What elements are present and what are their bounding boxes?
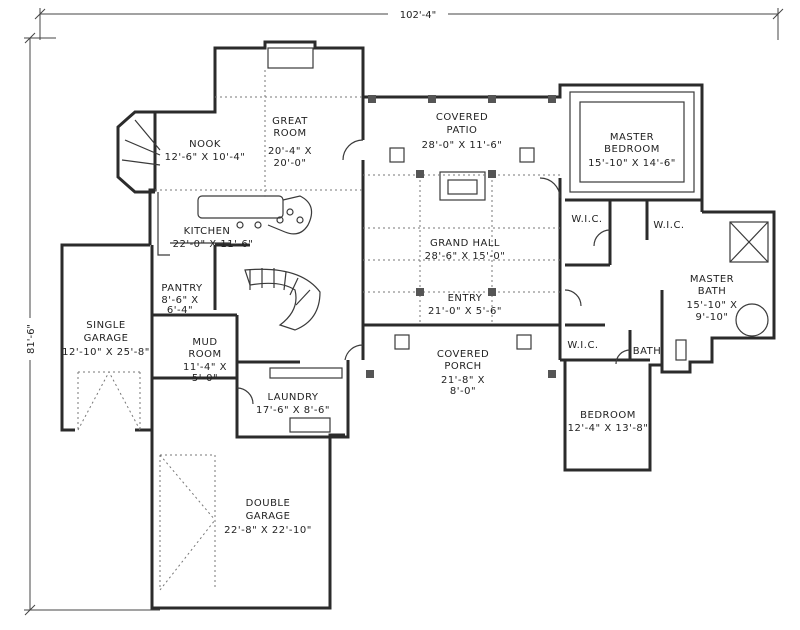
svg-text:DOUBLE: DOUBLE <box>246 498 291 509</box>
single-garage-label: SINGLE GARAGE <box>84 320 129 344</box>
wic-label-1: W.I.C. <box>571 214 602 225</box>
bedroom-label: BEDROOM <box>580 410 636 421</box>
double-garage-label: DOUBLE GARAGE <box>246 498 291 522</box>
entry-size: 21'-0" X 5'-6" <box>428 306 502 317</box>
kitchen-size: 22'-0" X 11'-6" <box>173 239 254 250</box>
master-bath-size: 15'-10" X <box>687 300 738 311</box>
bath-label: BATH <box>633 346 662 357</box>
svg-text:ROOM: ROOM <box>273 128 306 139</box>
great-room-size: 20'-4" X <box>268 146 312 157</box>
svg-text:5'-0": 5'-0" <box>192 373 218 384</box>
svg-text:MASTER: MASTER <box>610 132 654 143</box>
exterior-walls <box>60 40 776 610</box>
grand-hall-label: GRAND HALL <box>430 238 500 249</box>
great-room-label: GREAT ROOM 20'-4" X 20'-0" <box>268 116 312 169</box>
overall-depth-label: 81'-6" <box>26 324 37 354</box>
master-bedroom-size: 15'-10" X 14'-6" <box>588 158 676 169</box>
mud-room-label: MUD ROOM <box>188 337 221 360</box>
svg-text:COVERED: COVERED <box>436 112 488 123</box>
covered-porch-size: 21'-8" X <box>441 375 485 386</box>
pantry-label: PANTRY <box>161 283 203 294</box>
double-garage-size: 22'-8" X 22'-10" <box>224 525 312 536</box>
pantry-size: 8'-6" X <box>161 295 198 306</box>
master-bath-label: MASTER BATH <box>690 274 734 297</box>
grand-hall-size: 28'-6" X 15'-0" <box>425 251 506 262</box>
nook-label: NOOK <box>189 139 221 150</box>
svg-text:MASTER: MASTER <box>690 274 734 285</box>
room-labels: GREAT ROOM 20'-4" X 20'-0" NOOK 12'-6" X… <box>62 112 737 536</box>
svg-text:SINGLE: SINGLE <box>86 320 125 331</box>
svg-text:20'-0": 20'-0" <box>273 158 306 169</box>
covered-patio-size: 28'-0" X 11'-6" <box>422 140 503 151</box>
kitchen-label: KITCHEN <box>184 226 231 237</box>
svg-text:MUD: MUD <box>192 337 217 348</box>
svg-text:ROOM: ROOM <box>188 349 221 360</box>
svg-text:9'-10": 9'-10" <box>695 312 728 323</box>
nook-size: 12'-6" X 10'-4" <box>165 152 246 163</box>
interior-walls <box>152 97 702 380</box>
svg-text:GREAT: GREAT <box>272 116 308 127</box>
wic-label-3: W.I.C. <box>567 340 598 351</box>
svg-text:PORCH: PORCH <box>444 361 481 372</box>
svg-text:BEDROOM: BEDROOM <box>604 144 660 155</box>
svg-text:BATH: BATH <box>698 286 727 297</box>
svg-text:GARAGE: GARAGE <box>84 333 129 344</box>
mud-room-size: 11'-4" X <box>183 362 227 373</box>
bedroom-size: 12'-4" X 13'-8" <box>568 423 649 434</box>
svg-text:GARAGE: GARAGE <box>246 511 291 522</box>
laundry-label: LAUNDRY <box>267 392 318 403</box>
svg-text:6'-4": 6'-4" <box>167 305 193 316</box>
covered-porch-label: COVERED PORCH <box>437 349 489 372</box>
depth-dimension: 81'-6" <box>22 32 160 616</box>
master-bedroom-label: MASTER BEDROOM <box>604 132 660 155</box>
laundry-size: 17'-6" X 8'-6" <box>256 405 330 416</box>
fixtures <box>77 47 769 591</box>
width-dimension: 102'-4" <box>34 6 784 40</box>
overall-width-label: 102'-4" <box>400 10 436 21</box>
svg-text:PATIO: PATIO <box>447 125 478 136</box>
wic-label-2: W.I.C. <box>653 220 684 231</box>
single-garage-size: 12'-10" X 25'-8" <box>62 347 150 358</box>
covered-patio-label: COVERED PATIO <box>436 112 488 136</box>
entry-label: ENTRY <box>448 293 483 304</box>
svg-text:COVERED: COVERED <box>437 349 489 360</box>
svg-text:8'-0": 8'-0" <box>450 386 476 397</box>
